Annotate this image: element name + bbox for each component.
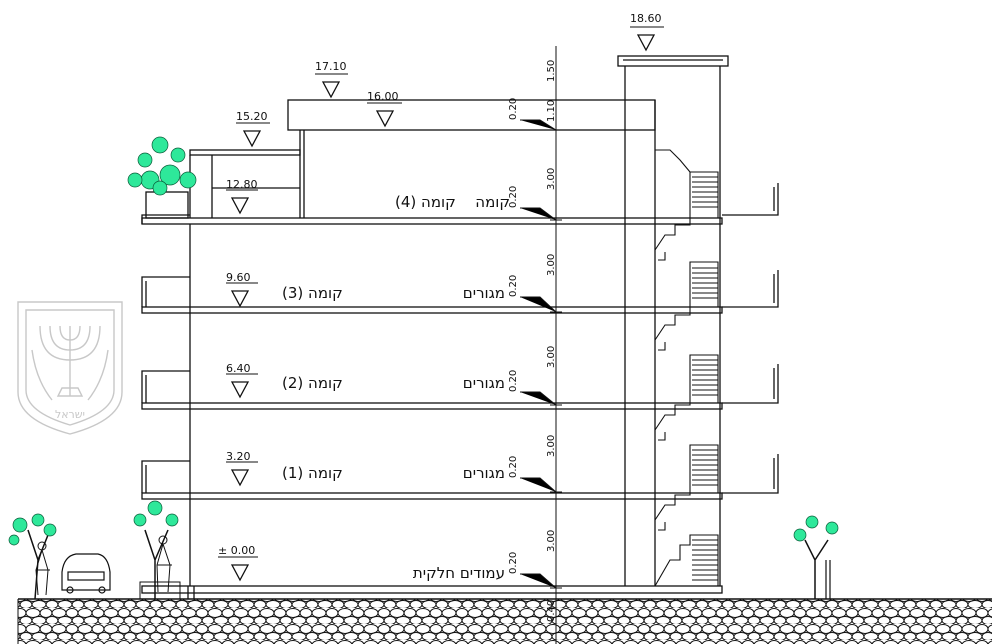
floor3-name: קומה (3) [282, 284, 343, 302]
dim-300-d: 3.00 [546, 435, 557, 457]
stairs [654, 149, 719, 587]
dim-300-b: 3.00 [546, 254, 557, 276]
dim-300-e: 3.00 [546, 530, 557, 552]
level-terrace: 15.20 [236, 110, 268, 123]
building-structure [141, 55, 779, 599]
level-floor1: 3.20 [226, 450, 251, 463]
level-roof-slab: 16.00 [367, 90, 399, 103]
level-markers [218, 26, 664, 581]
floor4-use: קומה [475, 193, 510, 211]
level-floor3: 9.60 [226, 271, 251, 284]
level-roof-main: 17.10 [315, 60, 347, 73]
roof-plant [127, 136, 197, 196]
dim-040: 0.40 [546, 600, 557, 622]
pedestrian-middle [156, 535, 172, 593]
ground-use: עמודים חלקית [413, 564, 505, 582]
pedestrian-left [35, 541, 50, 596]
dim-110: 1.10 [546, 100, 557, 122]
floor1-use: מגורים [463, 464, 505, 482]
dim-300-c: 3.00 [546, 346, 557, 368]
ground-stone-fill [18, 599, 992, 644]
floor4-name: קומה (4) [395, 193, 456, 211]
car [61, 553, 111, 594]
dim-020-d: 0.20 [508, 370, 519, 392]
dim-020-c: 0.20 [508, 275, 519, 297]
floor1-name: קומה (1) [282, 464, 343, 482]
floor2-use: מגורים [463, 374, 505, 392]
dim-150: 1.50 [546, 60, 557, 82]
street-tree-middle [133, 500, 179, 599]
street-tree-left [8, 513, 57, 600]
level-roof-top: 18.60 [630, 12, 662, 25]
dim-020-f: 0.20 [508, 552, 519, 574]
dim-020-e: 0.20 [508, 456, 519, 478]
dimension-chain [520, 46, 562, 644]
street-tree-right [793, 515, 839, 599]
dim-300-a: 3.00 [546, 168, 557, 190]
level-floor4: 12.80 [226, 178, 258, 191]
level-floor2: 6.40 [226, 362, 251, 375]
emblem-text: ישראל [55, 408, 85, 421]
level-ground: ± 0.00 [218, 544, 255, 557]
dim-020-a: 0.20 [508, 98, 519, 120]
state-emblem [17, 301, 123, 435]
floor2-name: קומה (2) [282, 374, 343, 392]
dim-020-b: 0.20 [508, 186, 519, 208]
floor3-use: מגורים [463, 284, 505, 302]
